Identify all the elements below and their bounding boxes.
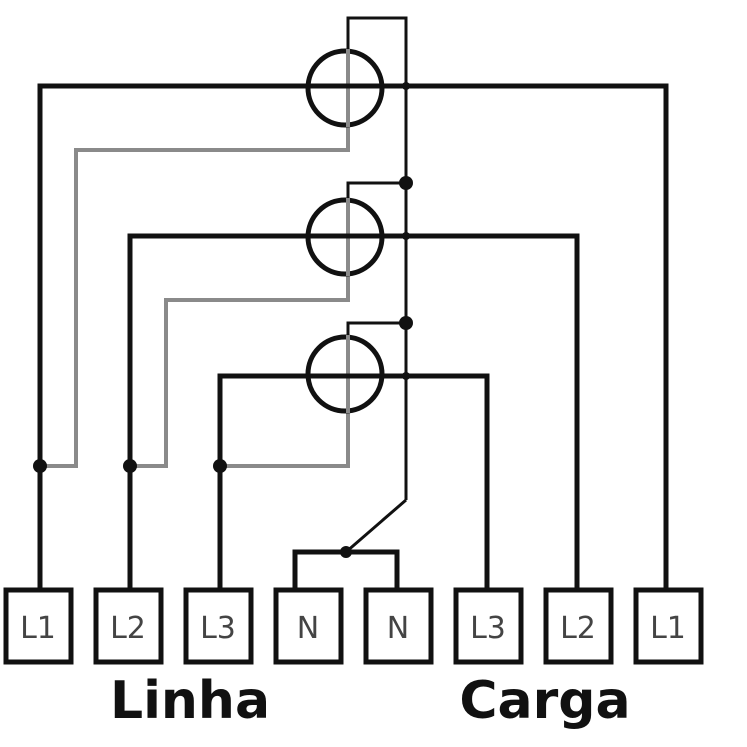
coil-1-return: [346, 16, 408, 500]
junction-l2: [123, 459, 137, 473]
terminal-load-l1: L1: [633, 587, 704, 665]
terminal-line-l2: L2: [93, 587, 164, 665]
terminal-load-n: N: [363, 587, 434, 665]
junctions: [33, 82, 413, 558]
terminal-label: L2: [560, 611, 596, 646]
crossing-bus-3: [402, 372, 410, 380]
crossing-bus-2: [402, 232, 410, 240]
sensing-wire-l1: [38, 73, 350, 468]
junction-bus-1: [399, 176, 413, 190]
terminal-line-l3: L3: [183, 587, 254, 665]
junction-bus-2: [399, 316, 413, 330]
junction-neutral: [340, 546, 352, 558]
terminal-line-l1: L1: [3, 587, 74, 665]
terminal-label: L3: [470, 611, 506, 646]
junction-l1: [33, 459, 47, 473]
neutral-diagonal: [345, 498, 407, 554]
terminal-block: L1 L2 L3 N N L3 L2 L1: [3, 587, 704, 665]
terminal-label: N: [297, 611, 319, 646]
terminal-load-l3: L3: [453, 587, 524, 665]
junction-l3: [213, 459, 227, 473]
ct-coils: [305, 48, 385, 414]
load-group-label: Carga: [459, 671, 630, 731]
sensing-wires: [38, 73, 350, 468]
terminal-label: L1: [650, 611, 686, 646]
terminal-label: N: [387, 611, 409, 646]
phase-wire-l2: [127, 233, 580, 593]
terminal-label: L3: [200, 611, 236, 646]
terminal-label: L1: [20, 611, 56, 646]
line-group-label: Linha: [110, 671, 270, 731]
terminal-line-n: N: [273, 587, 344, 665]
terminal-load-l2: L2: [543, 587, 614, 665]
terminal-label: L2: [110, 611, 146, 646]
crossing-bus-1: [402, 82, 410, 90]
